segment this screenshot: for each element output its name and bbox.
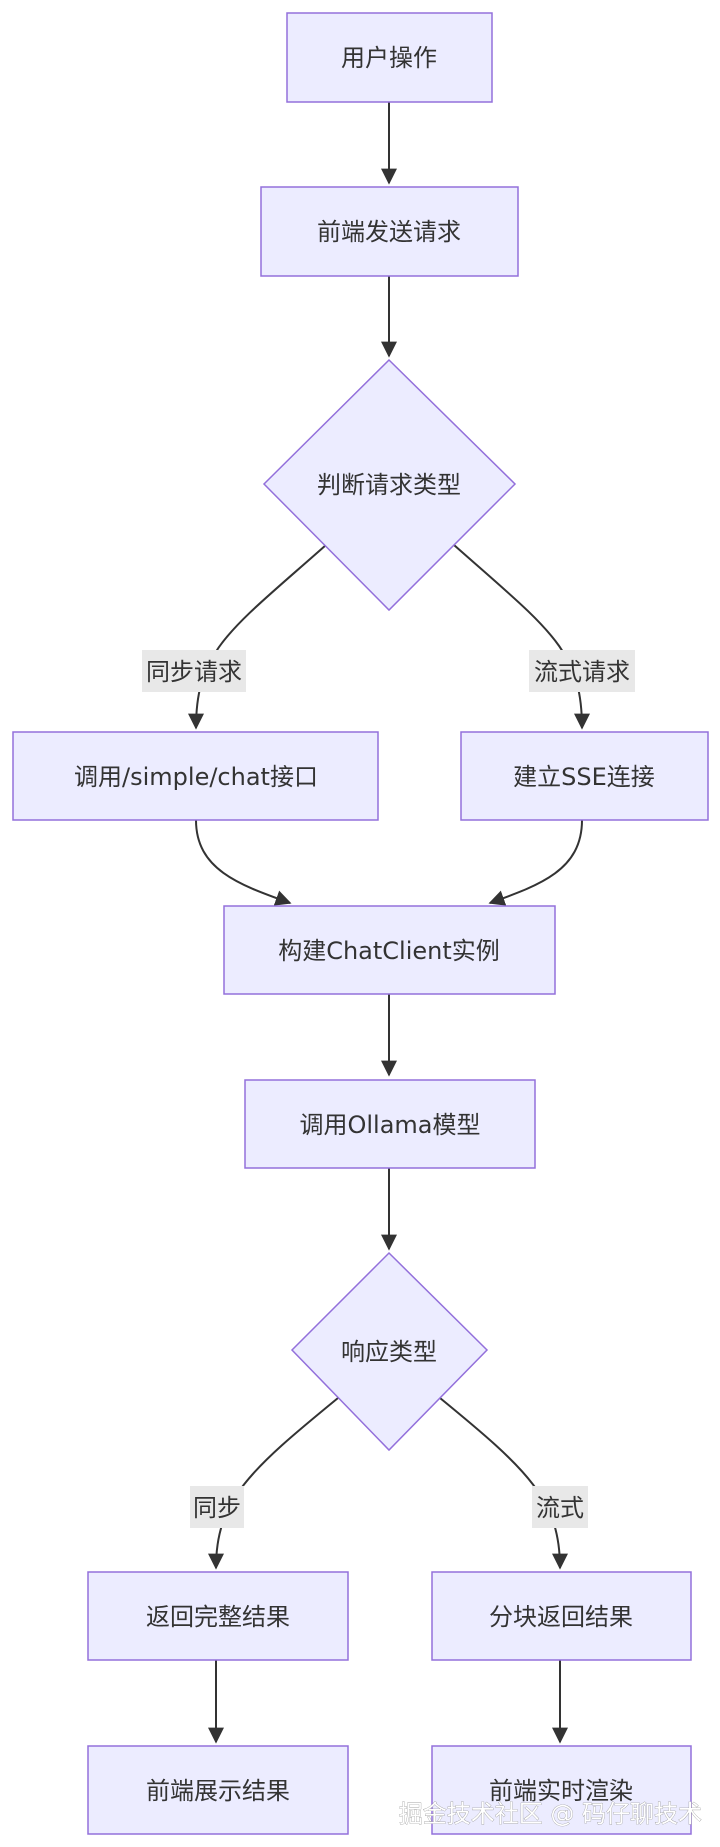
- node-judge-type: 判断请求类型: [262, 358, 517, 612]
- node-build-client: 构建ChatClient实例: [223, 905, 556, 995]
- edge-label-sync: 同步: [190, 1486, 244, 1528]
- node-build-client-text: 构建ChatClient实例: [278, 937, 500, 965]
- node-frontend-show-text: 前端展示结果: [146, 1777, 290, 1805]
- node-chunk-return: 分块返回结果: [431, 1571, 692, 1661]
- edge-response-to-full: [208, 1397, 339, 1570]
- edge-label-stream: 流式: [532, 1486, 588, 1528]
- watermark: 掘金技术社区 @ 码仔聊技术: [399, 1800, 702, 1828]
- node-frontend-render-text: 前端实时渲染: [489, 1777, 633, 1805]
- node-call-ollama: 调用Ollama模型: [244, 1079, 536, 1169]
- edges: [188, 102, 590, 1744]
- node-call-simple-text: 调用/simple/chat接口: [74, 763, 318, 791]
- edge-label-stream-request: 流式请求: [529, 650, 635, 692]
- edge-label-stream-request-text: 流式请求: [534, 658, 630, 686]
- node-frontend-render: 前端实时渲染: [431, 1745, 692, 1835]
- edge-judge-to-sse: [453, 544, 590, 730]
- node-return-full-text: 返回完整结果: [146, 1603, 290, 1631]
- node-chunk-return-text: 分块返回结果: [489, 1603, 633, 1631]
- edge-judge-to-simple: [188, 544, 327, 730]
- edge-label-sync-request-text: 同步请求: [146, 658, 242, 686]
- node-response-type: 响应类型: [290, 1251, 489, 1452]
- edge-label-stream-text: 流式: [536, 1494, 584, 1522]
- node-call-simple: 调用/simple/chat接口: [12, 731, 379, 821]
- node-user-action-text: 用户操作: [341, 44, 437, 72]
- node-user-action: 用户操作: [286, 12, 493, 103]
- edge-simple-to-client: [195, 819, 292, 906]
- node-frontend-send-text: 前端发送请求: [317, 218, 461, 246]
- node-build-sse-text: 建立SSE连接: [513, 763, 655, 791]
- node-frontend-show: 前端展示结果: [87, 1745, 349, 1835]
- node-build-sse: 建立SSE连接: [460, 731, 709, 821]
- edge-sse-to-client: [488, 819, 583, 906]
- edge-label-sync-text: 同步: [193, 1494, 241, 1522]
- node-return-full: 返回完整结果: [87, 1571, 349, 1661]
- node-frontend-send: 前端发送请求: [260, 186, 519, 277]
- node-judge-type-text: 判断请求类型: [317, 471, 461, 499]
- edge-response-to-chunk: [439, 1397, 568, 1570]
- node-response-type-text: 响应类型: [341, 1338, 437, 1366]
- node-call-ollama-text: 调用Ollama模型: [299, 1111, 480, 1139]
- edge-label-sync-request: 同步请求: [142, 650, 246, 692]
